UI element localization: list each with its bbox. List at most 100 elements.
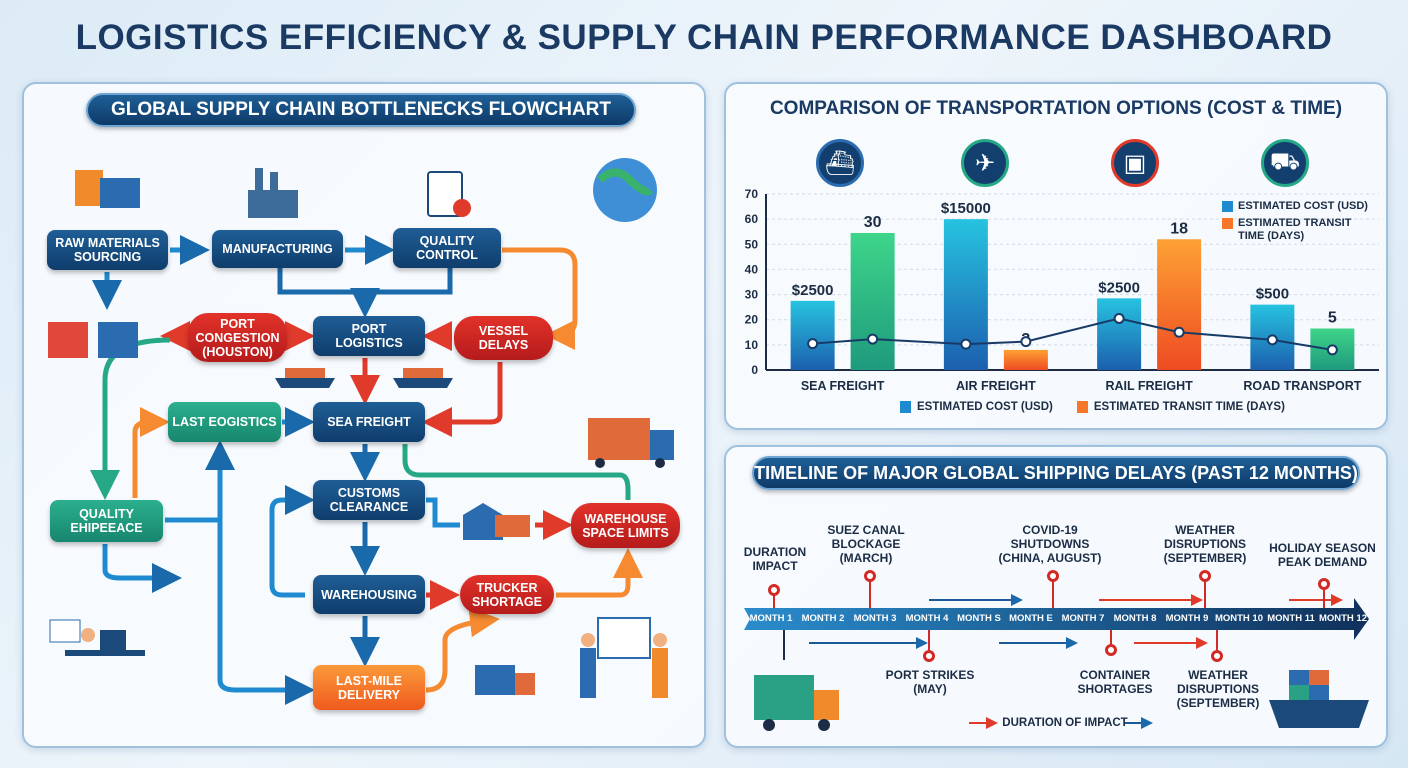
train-icon: ▣ [1111,139,1159,187]
x-category-label: SEA FREIGHT [801,379,885,393]
node-last-logistics[interactable]: LAST EOGISTICS [168,402,281,442]
event-pin[interactable] [1199,570,1211,582]
trend-line [812,317,1333,351]
month-label: MONTH 9 [1165,613,1209,624]
node-sea-freight[interactable]: SEA FREIGHT [313,402,425,442]
bar-value-label: 5 [1328,310,1337,327]
legend-swatch [1222,218,1233,229]
node-raw-materials-sourcing[interactable]: RAW MATERIALS SOURCING [47,230,168,270]
node-warehousing[interactable]: WAREHOUSING [313,575,425,614]
node-warehouse-space-limits[interactable]: WAREHOUSE SPACE LIMITS [571,503,680,548]
bar-value-label: $500 [1256,286,1289,303]
chart-title: COMPARISON OF TRANSPORTATION OPTIONS (CO… [769,98,1343,119]
y-tick-label: 30 [745,288,759,302]
event-pin[interactable] [923,650,935,662]
event-line: WEATHER [1188,668,1248,682]
event-pin[interactable] [768,584,780,596]
y-tick-label: 50 [745,237,759,251]
clipboard-illustration [427,171,471,217]
event-stem [1323,589,1325,608]
legend-swatch [1076,401,1088,413]
bar [850,232,895,370]
event-stem [869,581,871,608]
event-line: (MAY) [913,682,947,696]
node-last-mile-delivery[interactable]: LAST-MILE DELIVERY [313,665,425,710]
cargo-ship-illustration [1269,670,1369,728]
event-line: PORT STRIKES [885,668,975,682]
event-line: SHORTAGES [1077,682,1153,696]
timeline-arrow-bar [744,598,1369,640]
node-customs-clearance[interactable]: CUSTOMS CLEARANCE [313,480,425,520]
event-pin[interactable] [1105,644,1117,656]
event-stem [1052,581,1054,608]
event-line: (SEPTEMBER) [1163,551,1247,565]
trend-point [960,338,972,350]
office-worker-illustration [49,619,145,656]
y-tick-label: 40 [745,262,759,276]
node-trucker-shortage[interactable]: TRUCKER SHORTAGE [460,575,554,614]
node-quality-ehipeeace[interactable]: QUALITY EHIPEEACE [50,500,163,542]
dashboard-title: LOGISTICS EFFICIENCY & SUPPLY CHAIN PERF… [75,18,1333,57]
y-tick-label: 70 [745,187,759,201]
node-manufacturing[interactable]: MANUFACTURING [212,230,343,268]
y-tick-label: 60 [745,212,759,226]
month-label: MONTH 11 [1267,613,1315,624]
timeline-legend: DURATION OF IMPACT [1002,717,1128,729]
trend-point [807,338,819,350]
trend-point [1113,312,1125,324]
month-label: MONTH 12 [1318,613,1368,624]
ships-illustration [275,368,453,388]
x-category-label: ROAD TRANSPORT [1243,379,1361,393]
truck-crane-illustration [754,630,839,731]
delivery-truck-illustration [475,665,535,695]
month-label: MONTH 10 [1214,613,1264,624]
event-pin[interactable] [864,570,876,582]
trend-point [1266,334,1278,346]
bar-value-label: $2500 [792,282,834,299]
node-quality-control[interactable]: QUALITY CONTROL [393,228,501,268]
node-vessel-delays[interactable]: VESSEL DELAYS [454,316,553,360]
event-line: DISRUPTIONS [1176,682,1259,696]
container-illustration [48,170,140,358]
trend-point [1173,326,1185,338]
bar-value-label: $2500 [1098,279,1140,296]
truck-icon: ⛟ [1261,139,1309,187]
event-line: DISRUPTIONS [1163,537,1246,551]
truck-illustration [588,418,674,468]
bottom-legend: ESTIMATED COST (USD)ESTIMATED TRANSIT TI… [900,401,1285,413]
timeline-title: TIMELINE OF MAJOR GLOBAL SHIPPING DELAYS… [752,456,1360,490]
month-label: MONTH 3 [853,613,897,624]
flowchart-title: GLOBAL SUPPLY CHAIN BOTTLENECKS FLOWCHAR… [86,93,636,127]
ship-icon: ⛴ [816,139,864,187]
event-pin[interactable] [1318,578,1330,590]
node-port-congestion[interactable]: PORT CONGESTION (HOUSTON) [188,313,287,362]
event-stem [1216,630,1218,652]
legend-label: ESTIMATED TRANSIT TIME (DAYS) [1093,401,1285,413]
bar-value-label: 18 [1170,220,1188,237]
legend-line: TIME (DAYS) [1238,230,1305,242]
month-label: MONTH 2 [801,613,845,624]
event-line: SHUTDOWNS [1010,537,1090,551]
event-line: IMPACT [752,559,798,573]
event-pin[interactable] [1047,570,1059,582]
event-pin[interactable] [1211,650,1223,662]
warehouse-illustration [463,503,530,540]
event-line: HOLIDAY SEASON [1269,541,1376,555]
event-stem [773,595,775,608]
node-port-logistics[interactable]: PORT LOGISTICS [313,316,425,356]
event-stem [1110,630,1112,646]
x-category-label: AIR FREIGHT [956,379,1036,393]
month-label: MONTH S [957,613,1001,624]
event-line: COVID-19 [1022,523,1078,537]
event-stem [1204,581,1206,608]
month-label: MONTH 7 [1061,613,1105,624]
